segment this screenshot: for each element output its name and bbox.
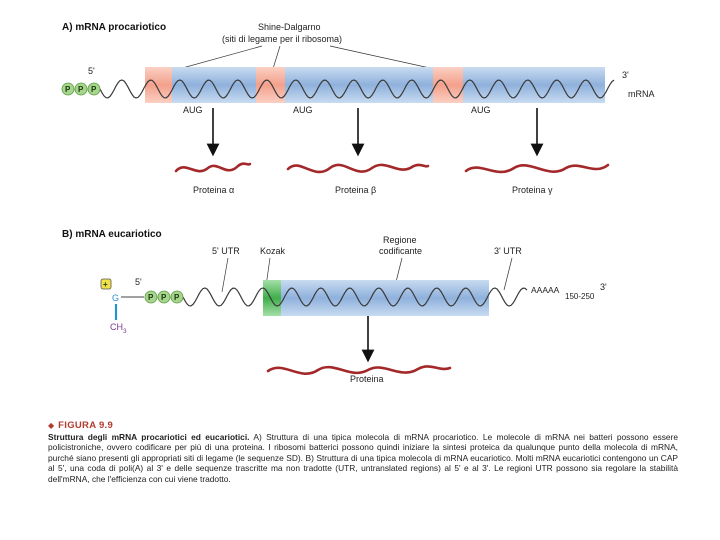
protein-beta-label: Proteina β: [335, 185, 376, 195]
phosphate-3: [87, 82, 101, 96]
phosphate-3: [170, 290, 184, 304]
aug-label-1: AUG: [183, 105, 203, 115]
caption-title: Struttura degli mRNA procariotici ed euc…: [48, 431, 250, 442]
panel-b-mrna-strand: [182, 287, 528, 307]
panel-a-three-prime: 3': [622, 70, 629, 80]
panel-a-five-prime: 5': [88, 66, 95, 76]
aug-label-2: AUG: [293, 105, 313, 115]
panel-a-translation-arrows: [206, 108, 544, 157]
five-prime-cap: + G CH3: [100, 278, 144, 335]
phosphate-label: P: [91, 85, 97, 94]
phosphate-1: [144, 290, 158, 304]
cap-plus-icon: [100, 278, 112, 290]
protein-chain: [266, 365, 452, 375]
kozak-label: Kozak: [260, 246, 286, 256]
bullet-icon: ◆: [48, 421, 55, 430]
phosphate-1: [61, 82, 75, 96]
utr5-label: 5' UTR: [212, 246, 240, 256]
cap-guanine-label: G: [112, 293, 119, 303]
phosphate-2: [74, 82, 88, 96]
coding-region-label-line2: codificante: [379, 246, 422, 256]
protein-beta-chain: [286, 163, 430, 174]
phosphate-label: P: [174, 293, 180, 302]
caption-text: A) Struttura di una tipica molecola di m…: [48, 431, 678, 484]
protein-gamma-label: Proteina γ: [512, 185, 553, 195]
cap-methyl-label: CH3: [110, 322, 127, 335]
kozak-sequence: [263, 280, 281, 316]
poly-a-tail: AAAAA: [531, 285, 560, 295]
panel-a-title: A) mRNA procariotico: [62, 22, 166, 33]
protein-alpha-chain: [174, 162, 252, 173]
panel-a-mrna-label: mRNA: [628, 89, 655, 99]
phosphate-label: P: [78, 85, 84, 94]
panel-a-mrna-strand: [99, 79, 615, 99]
phosphate-label: P: [161, 293, 167, 302]
protein-alpha-label: Proteina α: [193, 185, 234, 195]
coding-region-label-line1: Regione: [383, 235, 417, 245]
phosphate-label: P: [148, 293, 154, 302]
panel-b-title: B) mRNA eucariotico: [62, 229, 162, 240]
shine-dalgarno-label: Shine-Dalgarno: [258, 22, 321, 32]
caption-body: Struttura degli mRNA procariotici ed euc…: [48, 432, 678, 485]
utr3-label: 3' UTR: [494, 246, 522, 256]
panel-b-three-prime: 3': [600, 282, 607, 292]
panel-a-proteins: [174, 162, 610, 174]
panel-a-phosphates: P P P: [61, 82, 101, 96]
protein-gamma-chain: [464, 163, 610, 174]
poly-a-length: 150-250: [565, 292, 595, 301]
figure-label: FIGURA 9.9: [58, 420, 114, 431]
figure-caption: ◆FIGURA 9.9 Struttura degli mRNA procari…: [48, 420, 678, 485]
cap-plus-sign: +: [103, 280, 108, 289]
phosphate-label: P: [65, 85, 71, 94]
shine-dalgarno-sublabel: (siti di legame per il ribosoma): [222, 34, 342, 44]
figure-label-row: ◆FIGURA 9.9: [48, 420, 678, 432]
panel-b-coding-region: [281, 280, 489, 316]
phosphate-2: [157, 290, 171, 304]
panel-b-phosphates: P P P: [144, 290, 184, 304]
panel-b-five-prime: 5': [135, 277, 142, 287]
protein-label: Proteina: [350, 374, 384, 384]
aug-label-3: AUG: [471, 105, 491, 115]
